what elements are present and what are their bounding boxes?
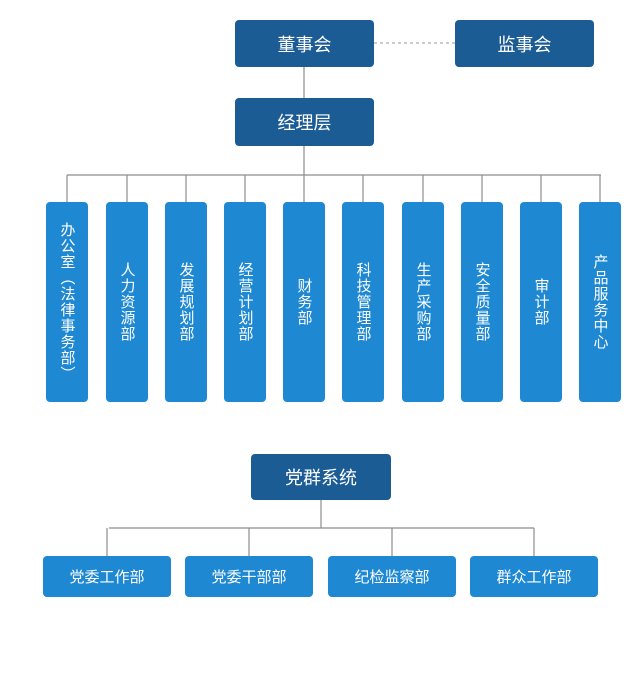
department-drops <box>66 175 601 202</box>
party-drops <box>106 528 535 556</box>
department-box: 产品服务中心 <box>579 202 621 402</box>
party-department-box: 党委干部部 <box>185 556 313 597</box>
department-label: 产品服务中心 <box>591 254 610 350</box>
party-system-label: 党群系统 <box>285 468 357 489</box>
department-box: 经营计划部 <box>224 202 266 402</box>
party-department-label: 纪检监察部 <box>354 568 430 586</box>
supervisors-label: 监事会 <box>497 34 552 56</box>
party-department-box: 党委工作部 <box>43 556 171 597</box>
department-label: 财务部 <box>295 278 314 326</box>
department-box: 生产采购部 <box>402 202 444 402</box>
party-department-box: 群众工作部 <box>470 556 598 597</box>
department-label: 办公室（法律事务部） <box>58 222 77 382</box>
department-label: 科技管理部 <box>354 262 373 342</box>
department-box: 财务部 <box>283 202 325 402</box>
management-box: 经理层 <box>235 98 374 146</box>
department-label: 生产采购部 <box>414 262 433 342</box>
department-box: 办公室（法律事务部） <box>46 202 88 402</box>
department-label: 人力资源部 <box>118 262 137 342</box>
party-department-label: 党委干部部 <box>211 568 287 586</box>
party-system-box: 党群系统 <box>251 454 391 500</box>
department-box: 科技管理部 <box>342 202 384 402</box>
board-box: 董事会 <box>235 20 374 67</box>
supervisors-box: 监事会 <box>455 20 594 67</box>
board-label: 董事会 <box>277 34 332 56</box>
department-label: 经营计划部 <box>236 262 255 342</box>
department-box: 审计部 <box>520 202 562 402</box>
management-label: 经理层 <box>277 113 332 134</box>
department-box: 安全质量部 <box>461 202 503 402</box>
party-department-box: 纪检监察部 <box>328 556 456 597</box>
party-department-label: 党委工作部 <box>69 568 145 586</box>
department-label: 发展规划部 <box>177 262 196 342</box>
department-box: 发展规划部 <box>165 202 207 402</box>
department-label: 审计部 <box>532 278 551 326</box>
department-box: 人力资源部 <box>106 202 148 402</box>
department-label: 安全质量部 <box>473 262 492 342</box>
party-department-label: 群众工作部 <box>496 568 572 586</box>
